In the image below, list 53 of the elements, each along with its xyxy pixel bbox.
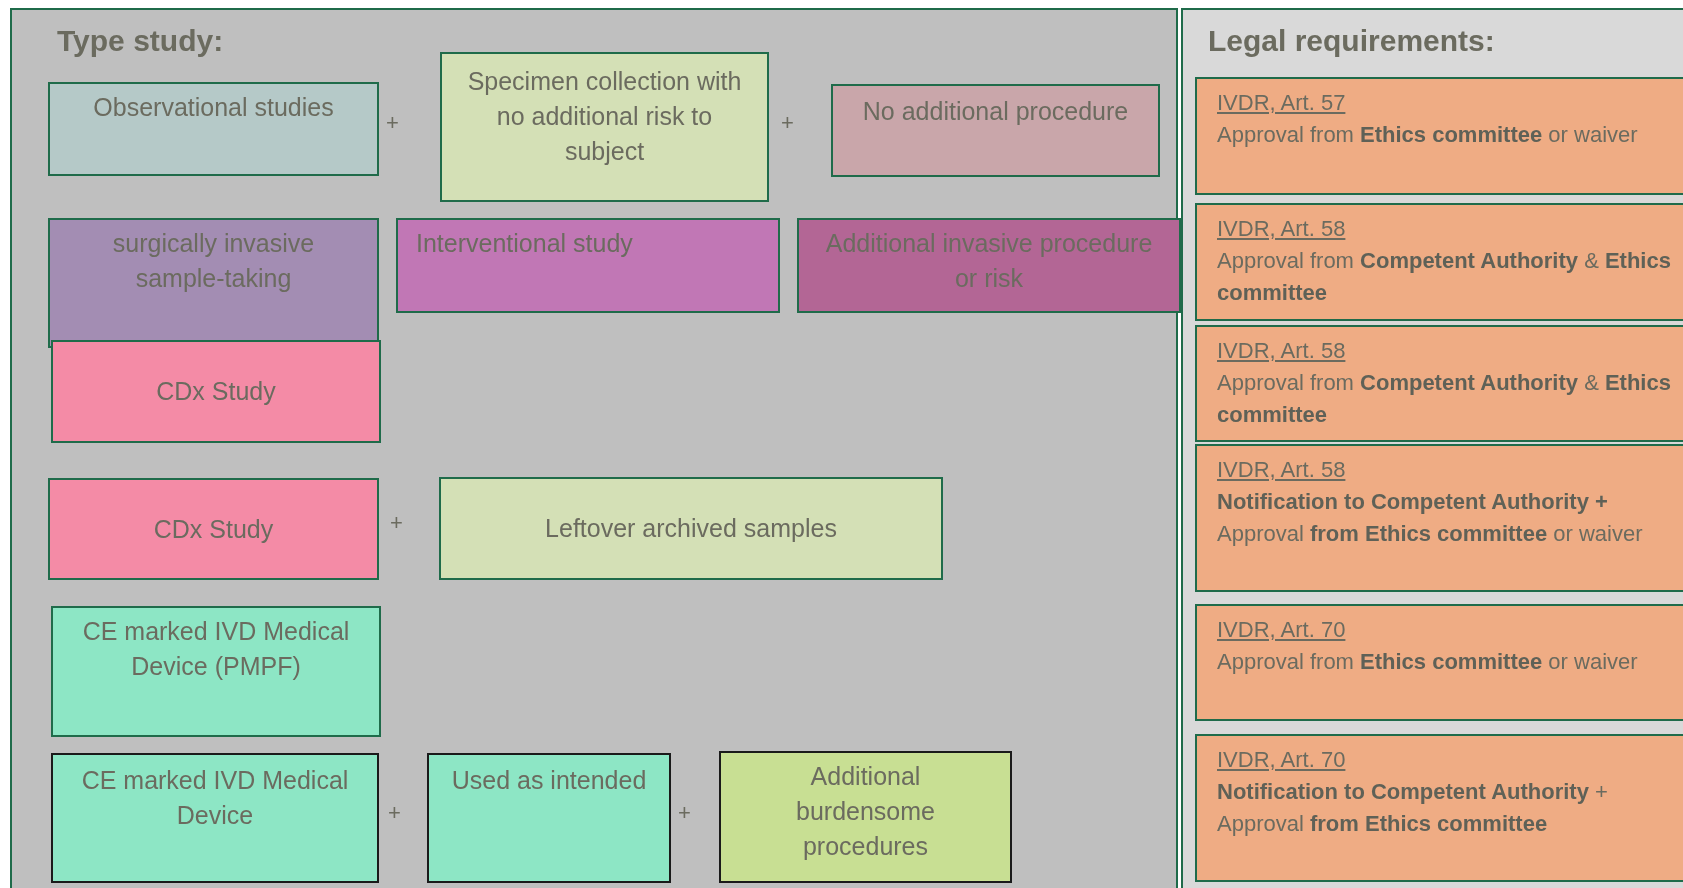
- study-label: CE marked IVD Medical Device (PMPF): [81, 616, 351, 682]
- article-reference: IVDR, Art. 70: [1217, 616, 1347, 644]
- study-label: CDx Study: [156, 376, 276, 407]
- study-box: [440, 52, 769, 202]
- study-label: Additional burdensome procedures: [795, 761, 936, 862]
- study-box: [48, 218, 379, 348]
- plus-sign: +: [390, 510, 403, 536]
- requirement-box: [1195, 77, 1683, 195]
- requirement-box: [1195, 734, 1683, 882]
- study-box: [396, 218, 780, 313]
- panel: [10, 8, 1178, 888]
- study-label: Interventional study: [416, 228, 633, 259]
- requirement-box: [1195, 203, 1683, 321]
- study-box: [48, 82, 379, 176]
- study-label: CE marked IVD Medical Device: [80, 765, 350, 831]
- study-label: Used as intended: [451, 765, 647, 796]
- plus-sign: +: [388, 800, 401, 826]
- study-box: [439, 477, 943, 580]
- requirement-text: Approval from Ethics committee or waiver: [1217, 120, 1639, 149]
- requirement-box: [1195, 325, 1683, 442]
- plus-sign: +: [781, 110, 794, 136]
- article-reference: IVDR, Art. 57: [1217, 89, 1347, 117]
- plus-sign: +: [678, 800, 691, 826]
- study-label: CDx Study: [153, 513, 274, 545]
- panel: [1181, 8, 1683, 888]
- study-label: Specimen collection with no additional risk to subject: [466, 66, 743, 167]
- study-box: [831, 84, 1160, 177]
- panel-heading: Legal requirements:: [1208, 24, 1495, 58]
- article-reference: IVDR, Art. 58: [1217, 337, 1347, 365]
- study-box: [797, 218, 1181, 313]
- study-box: [719, 751, 1012, 883]
- study-label: Observational studies: [93, 92, 334, 123]
- article-reference: IVDR, Art. 58: [1217, 215, 1347, 243]
- study-label: Leftover archived samples: [545, 513, 837, 544]
- study-label: surgically invasive sample-taking: [111, 228, 316, 294]
- requirement-box: [1195, 444, 1683, 592]
- study-box: [51, 753, 379, 883]
- panel-heading: Type study:: [57, 24, 224, 58]
- study-box: [48, 478, 379, 580]
- study-label: No additional procedure: [862, 96, 1129, 127]
- article-reference: IVDR, Art. 70: [1217, 746, 1347, 774]
- study-box: [51, 606, 381, 737]
- requirement-text: Approval from Competent Authority & Ethics committee: [1217, 368, 1672, 429]
- requirement-box: [1195, 604, 1683, 721]
- requirement-text: Approval from Ethics committee or waiver: [1217, 647, 1639, 676]
- study-box: [427, 753, 671, 883]
- requirement-text: Approval from Competent Authority & Ethics committee: [1217, 246, 1672, 307]
- requirement-text: Notification to Competent Authority + Approval from Ethics committee: [1217, 777, 1609, 838]
- study-box: [51, 340, 381, 443]
- article-reference: IVDR, Art. 58: [1217, 456, 1347, 484]
- study-label: Additional invasive procedure or risk: [824, 228, 1154, 294]
- requirement-text: Notification to Competent Authority + Approval from Ethics committee or waiver: [1217, 487, 1644, 548]
- plus-sign: +: [386, 110, 399, 136]
